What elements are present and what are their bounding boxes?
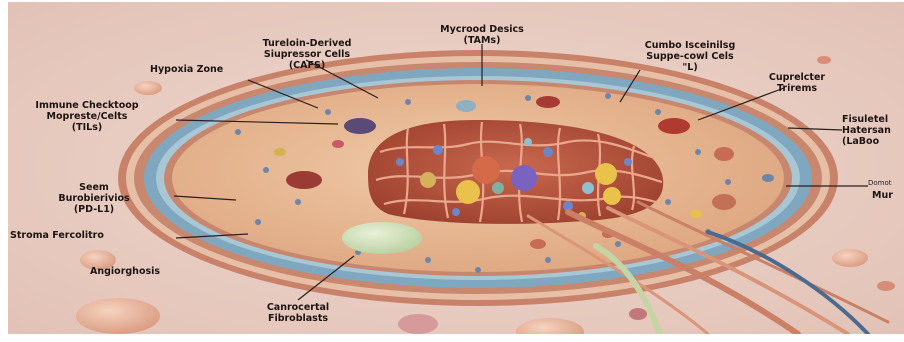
label-hypoxia-zone: Hypoxia Zone [150,64,270,75]
cell-diagram: Tureloin-Derived Siupressor Cells (CAFS)… [8,2,904,334]
label-domot: Domot [868,178,904,189]
label-cuprelcter: Cuprelcter Trirems [752,72,842,94]
label-mur: Mur [872,190,904,201]
label-angiorghosis: Angiorghosis [90,266,210,277]
label-cumbo: Cumbo Isceinilsg Suppe-cowl Cels "L) [610,40,770,73]
label-mycrood-desics: Mycrood Desics (TAMs) [414,24,550,46]
label-immune-checkpoint: Immune Checktoop Mopreste/Celts (TILs) [6,100,168,133]
label-fisuletel: Fisuletel Hatersan (LaBoo [842,114,904,147]
label-canrocertal: Canrocertal Fibroblasts [230,302,366,324]
green-vesicle [342,222,422,254]
label-seem: Seem Burobierivios (PD-L1) [24,182,164,215]
label-stroma: Stroma Fercolitro [10,230,170,241]
